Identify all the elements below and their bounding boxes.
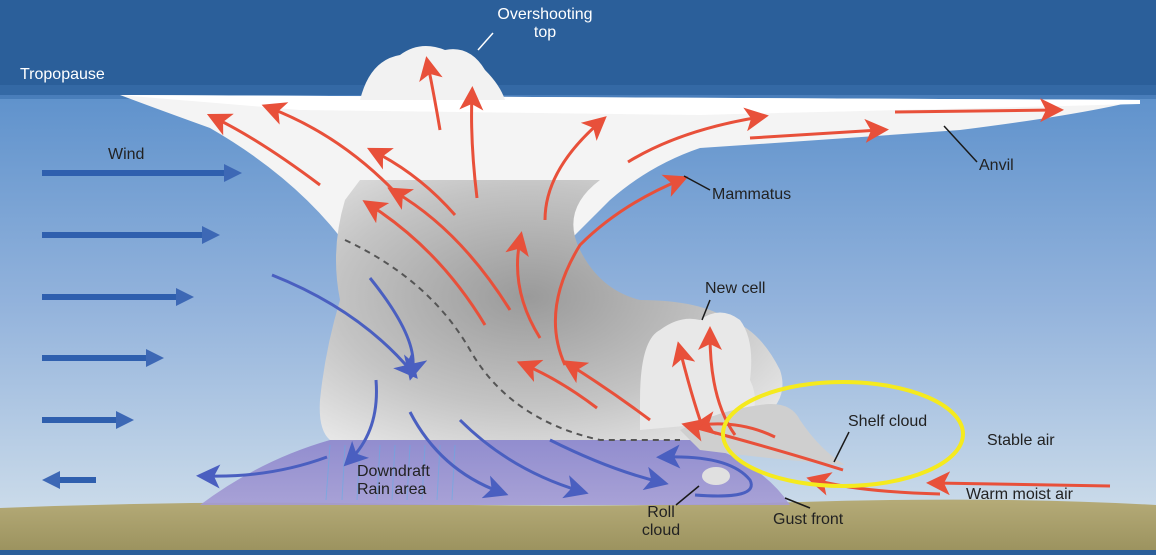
stable-air-label: Stable air: [987, 432, 1055, 449]
shelf-cloud: [680, 404, 845, 465]
overshooting-top-label-line1: Overshooting: [497, 6, 593, 23]
roll-cloud-label: Roll cloud: [630, 504, 692, 540]
roll-cloud-label-line1: Roll: [647, 504, 675, 521]
upper-sky: [0, 0, 1156, 95]
wind-arrow-reverse: [42, 471, 96, 489]
wind-arrow: [42, 411, 134, 429]
leader-lines: [477, 32, 978, 509]
new-cell-cloud: [640, 312, 755, 430]
new-cell-label: New cell: [705, 280, 766, 297]
rain-area-label: Rain area: [357, 481, 427, 498]
shelf-cloud-highlight-ellipse: [721, 380, 965, 488]
gust-boundary-line: [344, 239, 680, 441]
wind-arrow: [42, 226, 220, 244]
downdraft-label-line1: Downdraft: [357, 463, 430, 480]
updraft-arrows: [206, 56, 1111, 496]
overshooting-top-label: Overshooting top: [490, 6, 600, 42]
wind-arrow: [42, 164, 242, 182]
tropopause-label: Tropopause: [20, 66, 105, 83]
overshooting-top-label-line2: top: [533, 24, 557, 41]
downdraft-label: Downdraft Rain area: [357, 463, 430, 499]
downdraft-arrows: [196, 273, 753, 499]
mammatus-label: Mammatus: [712, 186, 792, 203]
anvil-label: Anvil: [979, 157, 1014, 174]
ground: [0, 499, 1156, 550]
roll-cloud-label-line2: cloud: [641, 522, 681, 539]
roll-cloud: [702, 467, 730, 485]
wind-arrows: [42, 164, 242, 489]
wind-arrow: [42, 349, 164, 367]
shelf-cloud-label: Shelf cloud: [848, 413, 928, 430]
wind-arrow: [42, 288, 194, 306]
gust-front-label: Gust front: [773, 511, 844, 528]
wind-label: Wind: [108, 146, 145, 163]
warm-moist-air-label: Warm moist air: [966, 486, 1073, 503]
